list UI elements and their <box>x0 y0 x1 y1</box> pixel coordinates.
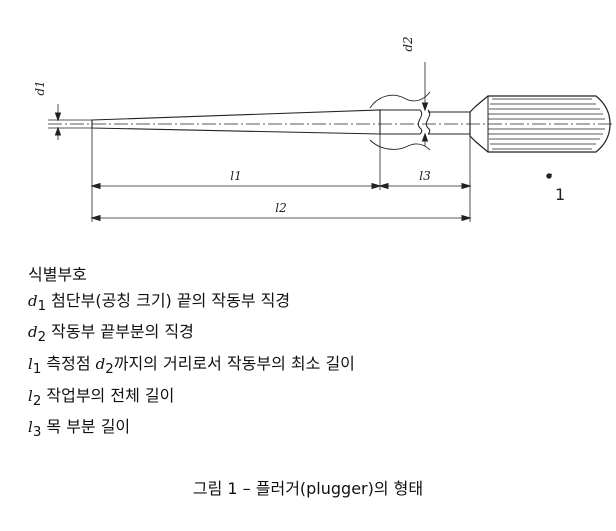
legend-symbol: l <box>28 386 33 405</box>
legend-item-d1: d1 첨단부(공칭 크기) 끝의 작동부 직경 <box>28 288 588 320</box>
legend-symbol: d <box>28 291 38 310</box>
legend-symbol: l <box>28 418 33 437</box>
d1-arrow-top <box>54 112 62 122</box>
legend-symbol: l <box>28 354 33 373</box>
l2-arrow-right <box>461 214 472 222</box>
handle-outline <box>469 95 611 153</box>
legend-text-tail: 까지의 거리로서 작동부의 최소 길이 <box>113 353 355 373</box>
legend-text: 목 부분 길이 <box>41 417 131 437</box>
legend-text: 측정점 <box>41 353 96 373</box>
l2-arrow-left <box>90 214 101 222</box>
legend-subscript: 1 <box>37 298 47 314</box>
legend-text: 작업부의 전체 길이 <box>41 385 175 405</box>
legend-subscript: 1 <box>32 362 42 378</box>
l2-label: l2 <box>275 201 286 215</box>
d2-arrow-bottom <box>421 132 429 142</box>
l1-arrow-left <box>90 182 101 190</box>
hatch-mark-2 <box>369 139 431 151</box>
legend-item-l3: l3 목 부분 길이 <box>28 414 588 446</box>
plugger-drawing: d1 d2 l1 l3 l2 1 <box>33 36 612 222</box>
l1-label: l1 <box>230 169 241 183</box>
working-part <box>91 109 381 135</box>
legend-item-l1: l1 측정점 d2까지의 거리로서 작동부의 최소 길이 <box>28 351 588 383</box>
figure-caption: 그림 1 – 플러거(plugger)의 형태 <box>192 479 424 498</box>
legend-item-l2: l2 작업부의 전체 길이 <box>28 383 588 415</box>
d1-arrow-bottom <box>54 126 62 136</box>
legend-text: 첨단부(공칭 크기) 끝의 작동부 직경 <box>46 290 291 310</box>
legend: 식별부호 d1 첨단부(공칭 크기) 끝의 작동부 직경 d2 작동부 끝부분의… <box>28 262 588 446</box>
legend-text: 작동부 끝부분의 직경 <box>46 322 194 342</box>
break-mark <box>417 109 423 135</box>
legend-subscript: 2 <box>37 330 47 346</box>
legend-symbol: d <box>28 323 38 342</box>
l3-label: l3 <box>419 169 431 183</box>
callout-number: 1 <box>555 185 565 204</box>
d1-label: d1 <box>33 80 47 95</box>
l1-arrow-right <box>371 182 382 190</box>
legend-subscript-inline: 2 <box>105 362 114 378</box>
hatch-mark <box>369 91 431 109</box>
l3-arrow-right <box>461 182 472 190</box>
callout-dot <box>546 173 552 179</box>
legend-subscript: 3 <box>32 425 42 441</box>
legend-title: 식별부호 <box>28 265 87 284</box>
legend-subscript: 2 <box>32 393 42 409</box>
break-mark-2 <box>425 109 431 135</box>
l3-arrow-left <box>378 182 389 190</box>
legend-symbol-inline: d <box>95 354 106 373</box>
legend-item-d2: d2 작동부 끝부분의 직경 <box>28 319 588 351</box>
d2-label: d2 <box>401 36 415 51</box>
d2-arrow-top <box>421 102 429 112</box>
